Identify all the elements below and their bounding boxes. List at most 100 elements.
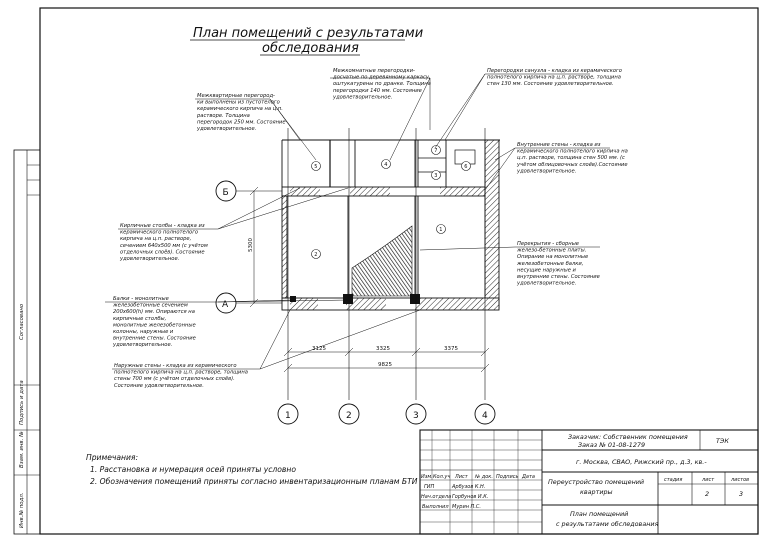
stamp-stage-label: стадия [664, 477, 682, 483]
exterior-wall-right [484, 139, 500, 309]
stamp-company: ТЭК [716, 437, 729, 445]
svg-text:1: 1 [285, 411, 291, 421]
axis-lines [236, 128, 486, 400]
dimension-bay-1: 3125 [312, 346, 326, 352]
stamp-name-gip: Арбузов К.Н. [451, 484, 485, 490]
annotation-line: ц.п. растворе, толщина стен 500 мм. (с [517, 155, 625, 161]
axis-bubble-a: А [215, 292, 237, 314]
annotation-interior-walls: Внутренние стены - кладка изкерамическог… [516, 142, 628, 174]
annotation-line: досчатые по деревянному каркасу, [332, 75, 431, 81]
stamp-name-head: Горбунов И.К. [452, 494, 488, 500]
annotation-line: керамического полнотелого [120, 230, 198, 236]
stamp-sheets-label: листов [730, 477, 749, 483]
room-label-7: 7 [431, 145, 441, 155]
stamp-project-line-2: квартиры [580, 488, 613, 496]
annotation-line: керамического кирпича на ц.п. [197, 106, 283, 112]
stamp-sheets-total: 3 [739, 490, 743, 498]
annotation-line: внутренние стены. Состояние [113, 336, 196, 342]
slab-hatch-area [351, 225, 413, 297]
room-label-6: 6 [461, 161, 471, 171]
annotation-inter-room-partitions: Межкомнатные перегородки-досчатые по дер… [332, 68, 431, 100]
stamp-role-gip: ГИП [424, 484, 435, 490]
svg-text:3: 3 [413, 411, 419, 421]
floor-plan: 5 4 7 6 3 2 1 [281, 139, 500, 311]
annotation-brick-columns: Кирпичные столбы - кладка изкерамическог… [119, 223, 208, 262]
annotation-line: Опирание на монолитные [517, 254, 588, 260]
svg-text:5: 5 [314, 164, 317, 170]
dimension-height: 5300 [248, 238, 254, 252]
annotation-line: стен 130 мм. Состояние удовлетворительно… [487, 81, 614, 87]
annotation-line: отделочных слоёв). Состояние [120, 249, 205, 255]
stamp-col-sign: Подпись [496, 474, 519, 480]
room-label-4: 4 [381, 159, 391, 169]
svg-text:1: 1 [439, 227, 442, 233]
annotation-line: перегородки 140 мм. Состояние [333, 88, 422, 94]
annotation-line: внутренние стены. Состояние [517, 274, 600, 280]
stamp-order: Заказ № 01-08-1279 [578, 441, 645, 449]
dimension-bay-3: 3375 [444, 346, 458, 352]
annotation-line: сечением 640х500 мм (с учётом [120, 243, 208, 249]
annotation-line: несущие наружные и [517, 267, 577, 273]
notes-item-1: 1. Расстановка и нумерация осей приняты … [90, 465, 296, 474]
axis-bubble-1: 1 [277, 403, 299, 425]
annotation-line: кирпича на ц.п. растворе, [120, 236, 191, 242]
annotation-interior-partitions: Межквартирные перегород-ки выполнены из … [196, 93, 286, 132]
room-label-5: 5 [311, 161, 321, 171]
annotation-line: стены 700 мм (с учётом отделочных слоёв)… [114, 376, 235, 382]
annotation-line: Межкомнатные перегородки- [333, 68, 415, 74]
stamp-sheet-title-line-1: План помещений [570, 510, 628, 518]
dimension-total: 9825 [378, 362, 392, 368]
stamp-role-exec: Выполнил [422, 504, 449, 510]
stamp-col-kol: Кол.уч [433, 474, 450, 480]
annotation-line: удовлетворительное. [196, 126, 256, 132]
stamp-sheet-title-line-2: с результатами обследования [556, 520, 659, 528]
annotation-line: оштукатурены по дранке. Толщина [333, 81, 431, 87]
axis-bubble-3: 3 [405, 403, 427, 425]
room-label-3: 3 [431, 170, 441, 180]
drawing-title: План помещений с результатами обследован… [190, 26, 423, 56]
svg-text:4: 4 [384, 162, 387, 168]
annotation-line: удовлетворительное. [516, 168, 576, 174]
annotation-line: Состояние удовлетворительное. [114, 383, 204, 389]
title-line-2: обследования [262, 41, 359, 56]
stamp-name-exec: Мурин П.С. [452, 504, 481, 510]
dimension-lines [249, 186, 490, 373]
stamp-sheet-label: лист [701, 477, 715, 483]
notes-heading: Примечания: [86, 453, 138, 462]
side-inv-original-label: Инв.№ подл. [19, 493, 25, 528]
annotation-line: железобетонные балки, [516, 261, 583, 267]
axis-bubble-2: 2 [338, 403, 360, 425]
annotation-line: монолитные железобетонные [113, 322, 196, 328]
svg-text:3: 3 [434, 173, 437, 179]
side-agreed-label: Согласовано [19, 303, 25, 340]
annotation-line: полнотелого кирпича на ц.п. растворе, то… [487, 75, 621, 81]
annotation-line: удовлетворительное. [112, 342, 172, 348]
annotation-line: Наружные стены - кладка из керамического [114, 363, 237, 369]
annotation-exterior-walls: Наружные стены - кладка из керамического… [114, 363, 248, 389]
exterior-wall-left [281, 195, 288, 299]
stamp-col-doc: № док. [474, 474, 493, 480]
stamp-col-date: Дата [521, 474, 535, 480]
annotation-line: Перекрытия - сборные [517, 241, 579, 247]
title-line-1: План помещений с результатами [193, 26, 423, 41]
annotation-line: удовлетворительное. [119, 256, 179, 262]
svg-text:2: 2 [314, 252, 317, 258]
svg-text:7: 7 [434, 148, 437, 154]
side-stamp: Согласовано Взам. инв. № Подпись и дата … [13, 149, 41, 535]
annotation-line: железо-бетонные плиты. [516, 248, 586, 254]
dimension-bay-2: 3325 [376, 346, 390, 352]
annotation-line: железобетонные сечением [112, 303, 188, 309]
side-replaced-inv-label: Взам. инв. № [19, 431, 25, 468]
room-label-1: 1 [436, 224, 446, 234]
stamp-sheet-number: 2 [705, 490, 709, 498]
stamp-col-izm: Изм. [421, 474, 433, 480]
annotation-line: Внутренние стены - кладка из [517, 142, 601, 148]
annotation-line: Перегородки санузла - кладка из керамиче… [487, 68, 622, 74]
annotation-line: ки выполнены из пустотелого [197, 100, 280, 106]
annotation-line: кирпичные столбы, [113, 316, 166, 322]
svg-text:6: 6 [464, 164, 467, 170]
leader-lines [105, 73, 610, 370]
room-label-2: 2 [311, 249, 321, 259]
